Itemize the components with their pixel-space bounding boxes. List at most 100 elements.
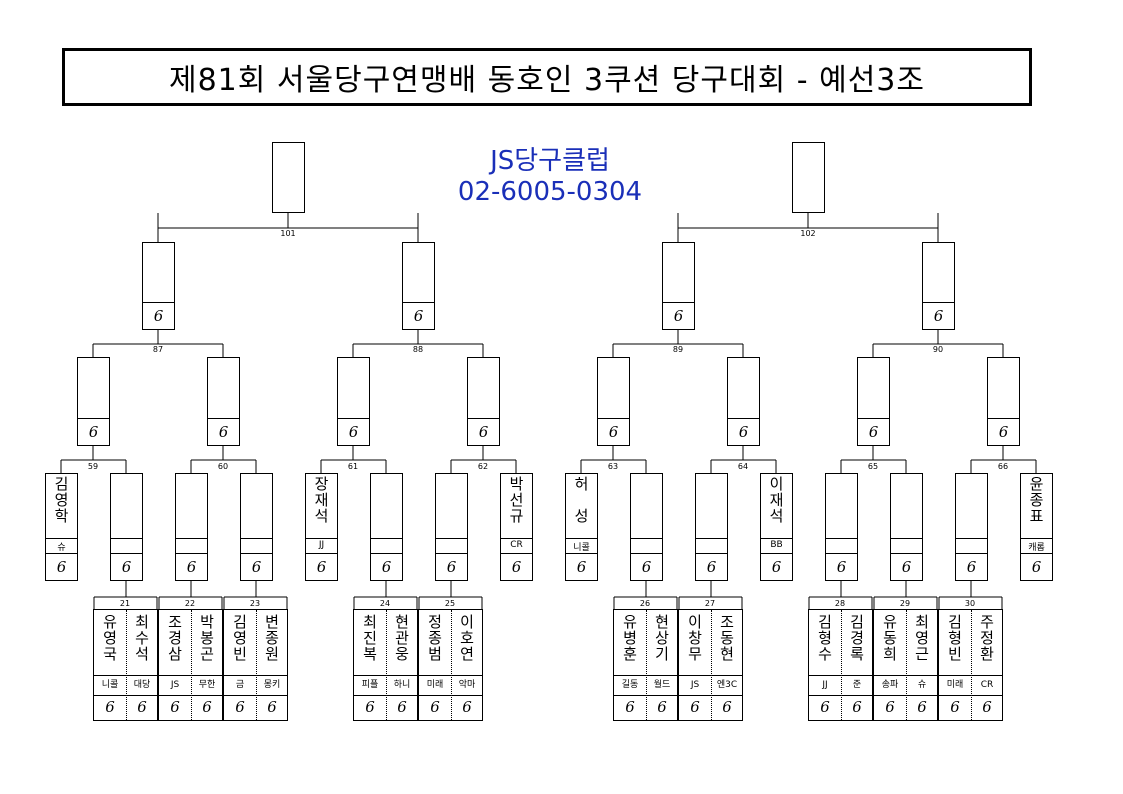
quarterfinal-slot-8[interactable]: 6: [987, 357, 1020, 446]
player-name-char: 김: [54, 475, 69, 493]
club-divider: [176, 538, 207, 539]
player-name-char: 김: [850, 613, 864, 631]
round1-slot-14[interactable]: 6: [890, 473, 923, 581]
quarterfinal-slot-7[interactable]: 6: [857, 357, 890, 446]
score-mark: 6: [365, 698, 375, 716]
player-name-char: 형: [948, 629, 962, 647]
player-name-char: 희: [883, 645, 897, 663]
player-name-char: 박: [509, 475, 524, 493]
round1-slot-4[interactable]: 6: [240, 473, 273, 581]
score-mark: 6: [625, 698, 635, 716]
round1-slot-11[interactable]: 6: [695, 473, 728, 581]
player-name-char: 표: [1029, 507, 1044, 525]
player-name-char: 조: [720, 613, 734, 631]
club-divider: [696, 538, 727, 539]
player-name-char: 경: [850, 629, 864, 647]
score-mark: 6: [468, 418, 499, 445]
player-name-char: 현: [395, 613, 409, 631]
score-mark: 6: [371, 553, 402, 580]
round1-slot-7[interactable]: 6: [435, 473, 468, 581]
player-name-char: 병: [623, 629, 637, 647]
match-number-64: 64: [737, 462, 749, 471]
player-name-char: 조: [168, 613, 182, 631]
semifinal-slot-3[interactable]: 6: [662, 242, 695, 330]
round1-slot-6[interactable]: 6: [370, 473, 403, 581]
quarterfinal-slot-1[interactable]: 6: [77, 357, 110, 446]
semifinal-slot-1[interactable]: 6: [142, 242, 175, 330]
score-mark: 6: [885, 698, 895, 716]
round1-slot-3[interactable]: 6: [175, 473, 208, 581]
quarterfinal-slot-3[interactable]: 6: [337, 357, 370, 446]
semifinal-slot-2[interactable]: 6: [402, 242, 435, 330]
round1-slot-2[interactable]: 6: [110, 473, 143, 581]
score-divider: [809, 695, 872, 696]
club-divider: [159, 675, 222, 676]
quarterfinal-slot-5[interactable]: 6: [597, 357, 630, 446]
round1-slot-10[interactable]: 6: [630, 473, 663, 581]
player-name-char: 최: [915, 613, 929, 631]
round1-slot-13[interactable]: 6: [825, 473, 858, 581]
club-divider: [501, 538, 532, 539]
club-divider: [111, 538, 142, 539]
player-name-char: 웅: [395, 645, 409, 663]
quarterfinal-slot-6[interactable]: 6: [727, 357, 760, 446]
quarterfinal-slot-2[interactable]: 6: [207, 357, 240, 446]
score-mark: 6: [1021, 553, 1052, 580]
player-name-char: 변: [265, 613, 279, 631]
player-club: JS: [170, 680, 180, 690]
club-divider: [826, 538, 857, 539]
quarterfinal-slot-4[interactable]: 6: [467, 357, 500, 446]
player-name-char: 형: [818, 629, 832, 647]
club-divider: [809, 675, 872, 676]
score-mark: 6: [956, 553, 987, 580]
round1-slot-15[interactable]: 6: [955, 473, 988, 581]
player-name-char: 영: [915, 629, 929, 647]
final-slot-left[interactable]: [272, 142, 305, 213]
player-name-char: 이: [460, 613, 474, 631]
player-name-char: 최: [363, 613, 377, 631]
final-slot-right[interactable]: [792, 142, 825, 213]
tournament-title: 제81회 서울당구연맹배 동호인 3쿠션 당구대회 - 예선3조: [62, 48, 1032, 106]
player-name-char: 유: [623, 613, 637, 631]
semifinal-slot-4[interactable]: 6: [922, 242, 955, 330]
player-name-char: 석: [314, 507, 329, 525]
